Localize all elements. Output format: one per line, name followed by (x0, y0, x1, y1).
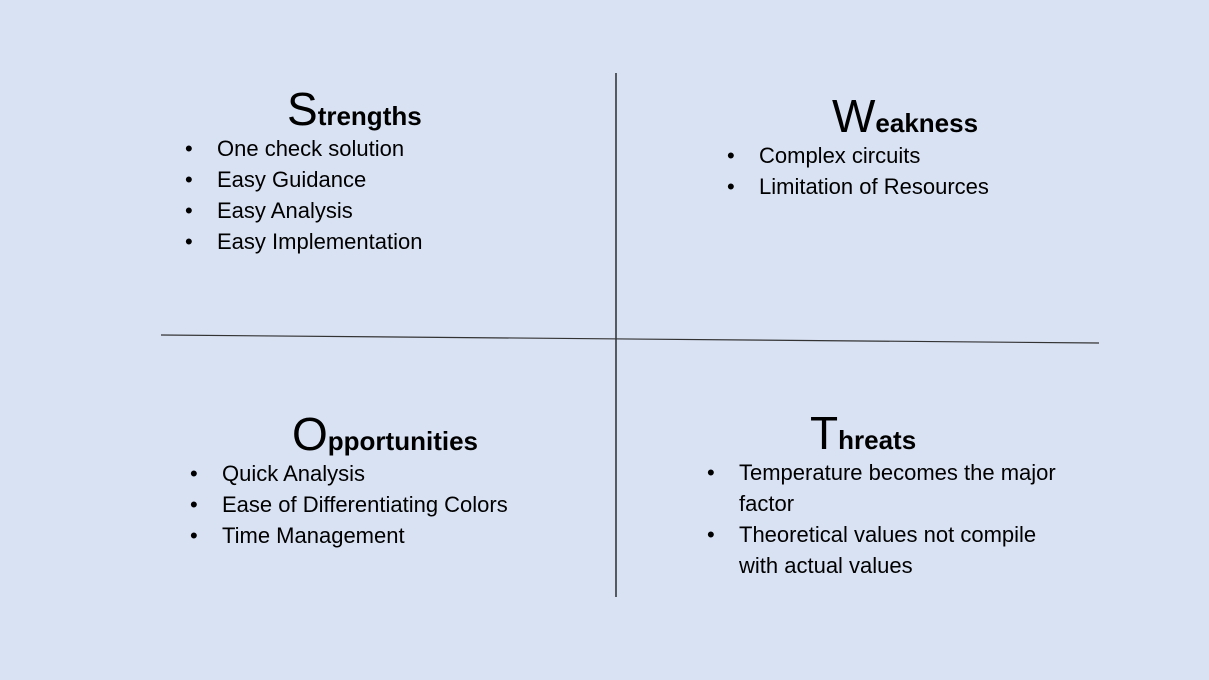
strengths-title-rest: trengths (317, 101, 422, 131)
strengths-initial: S (287, 83, 318, 135)
threats-item: Temperature becomes the major factor (707, 457, 1067, 519)
strengths-item: Easy Guidance (185, 164, 422, 195)
opportunities-initial: O (292, 408, 328, 460)
opportunities-item: Ease of Differentiating Colors (190, 489, 508, 520)
threats-initial: T (810, 407, 839, 459)
horizontal-divider (160, 334, 1100, 344)
weakness-title-rest: eakness (875, 108, 979, 138)
weakness-item: Limitation of Resources (727, 171, 989, 202)
weakness-item: Complex circuits (727, 140, 989, 171)
opportunities-title: Opportunities (292, 411, 478, 457)
opportunities-list: Quick Analysis Ease of Differentiating C… (190, 458, 508, 551)
weakness-list: Complex circuits Limitation of Resources (727, 140, 989, 202)
strengths-item: One check solution (185, 133, 422, 164)
opportunities-title-rest: pportunities (327, 426, 478, 456)
threats-title: Threats (810, 410, 916, 456)
opportunities-item: Quick Analysis (190, 458, 508, 489)
weakness-title: Weakness (832, 93, 978, 139)
strengths-item: Easy Analysis (185, 195, 422, 226)
opportunities-item: Time Management (190, 520, 508, 551)
threats-list: Temperature becomes the major factor The… (707, 457, 1067, 581)
threats-item: Theoretical values not compile with actu… (707, 519, 1067, 581)
strengths-item: Easy Implementation (185, 226, 422, 257)
weakness-initial: W (832, 90, 876, 142)
strengths-title: Strengths (287, 86, 422, 132)
strengths-list: One check solution Easy Guidance Easy An… (185, 133, 422, 257)
threats-title-rest: hreats (838, 425, 917, 455)
